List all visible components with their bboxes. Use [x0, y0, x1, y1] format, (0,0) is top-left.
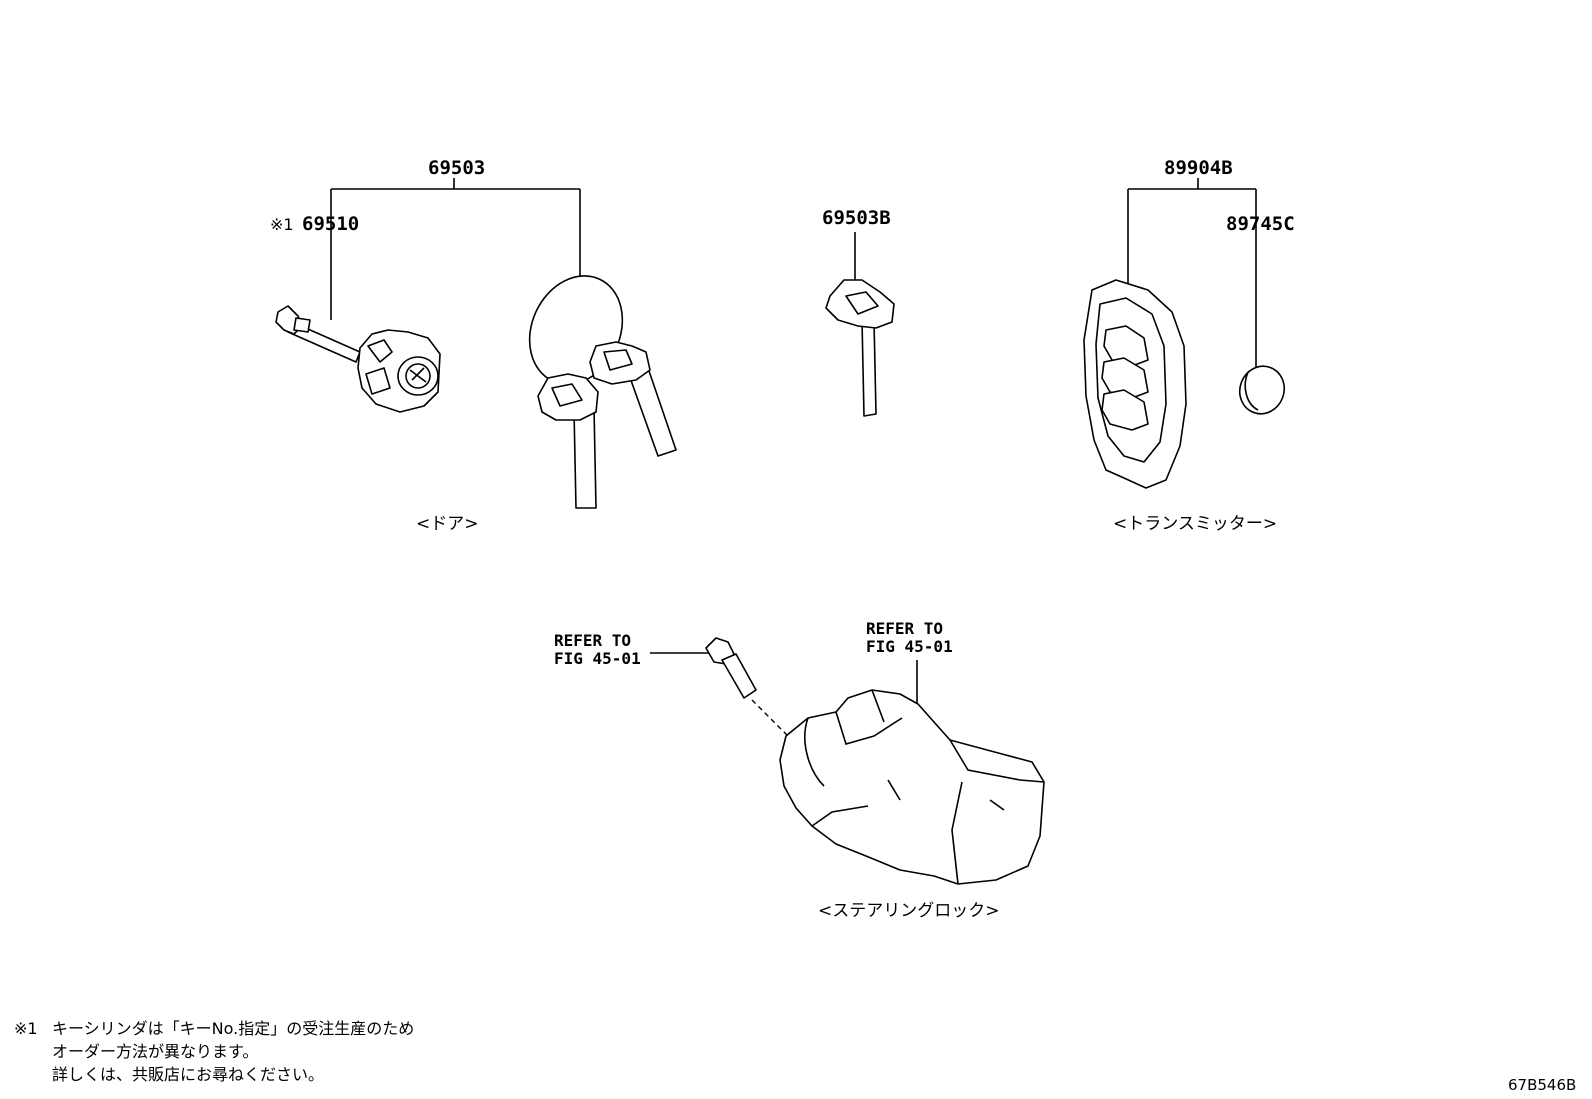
footnote-line1: キーシリンダは「キーNo.指定」の受注生産のため: [52, 1019, 414, 1038]
transmitter-battery: [1238, 365, 1286, 415]
transmitter-group: [1083, 178, 1286, 489]
refer-lock-line2: FIG 45-01: [866, 637, 953, 656]
callout-69503: 69503: [428, 157, 485, 179]
callout-69503b: 69503B: [822, 207, 891, 229]
bolt-dash-line: [751, 699, 789, 737]
footnote-line2: オーダー方法が異なります。: [52, 1042, 258, 1061]
steering-lock-housing: [779, 689, 1045, 885]
caption-transmitter: <トランスミッター>: [1113, 514, 1277, 534]
refer-lock-line1: REFER TO: [866, 619, 943, 638]
key-blank-group: [825, 232, 895, 417]
callout-69510: 69510: [302, 213, 359, 235]
caption-door: <ドア>: [416, 514, 479, 534]
callout-89745c: 89745C: [1226, 213, 1295, 235]
steering-lock-bolt: [705, 637, 757, 699]
footnote-mark: ※1: [14, 1019, 38, 1038]
callout-69510-mark: ※1: [270, 215, 294, 234]
refer-bolt-line2: FIG 45-01: [554, 649, 641, 668]
door-lock-cylinder: [275, 305, 441, 413]
key-blank: [825, 279, 895, 417]
steering-lock-group: [650, 637, 1045, 885]
refer-bolt-line1: REFER TO: [554, 631, 631, 650]
door-group: [275, 178, 677, 509]
door-keys: [528, 275, 677, 509]
callout-89904b: 89904B: [1164, 157, 1233, 179]
figure-code: 67B546B: [1508, 1076, 1576, 1094]
footnote-line3: 詳しくは、共販店にお尋ねください。: [52, 1065, 324, 1084]
transmitter-fob: [1083, 279, 1187, 489]
caption-steering-lock: <ステアリングロック>: [818, 901, 1000, 921]
